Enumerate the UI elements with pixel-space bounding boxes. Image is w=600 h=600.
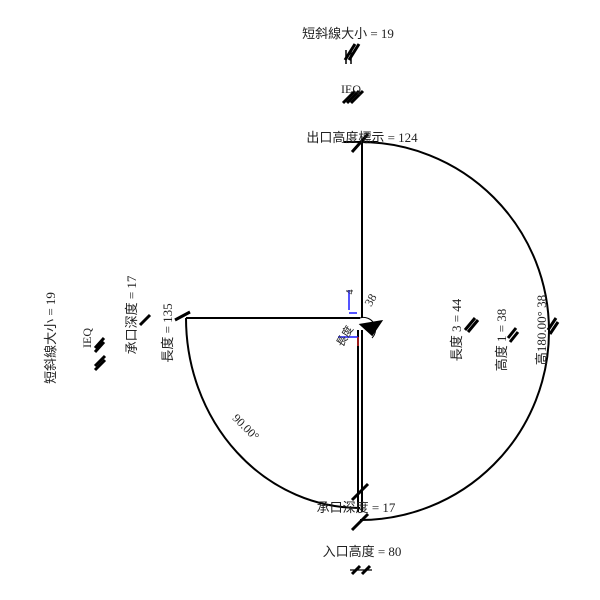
top-slash-size-label[interactable]: 短斜線大小 = 19 [302,26,394,41]
socket-depth-left-label[interactable]: 承口深度 = 17 [124,275,139,354]
socket-depth-bottom-label[interactable]: 承口深度 = 17 [317,500,396,515]
left-ieq-label[interactable]: IEQ [80,328,94,348]
slash-markers [93,43,560,576]
left-slash-size-label[interactable]: 短斜線大小 = 19 [43,292,58,384]
center-dimension-label[interactable]: 38 [361,291,379,308]
length3-label[interactable]: 長度 3 = 44 [449,298,464,361]
center-tag-label: 4 [345,290,356,295]
center-angle-arc [359,316,377,339]
center-length-label[interactable]: 長度 [333,323,356,349]
outlet-height-label[interactable]: 出口高度標示 = 124 [306,130,418,145]
height1-label[interactable]: 高度 1 = 38 [494,309,509,372]
top-ieq-label[interactable]: IEQ [341,82,361,96]
angle-90-label[interactable]: 90.00° [230,411,263,444]
inner-arc[interactable] [185,317,361,509]
inlet-height-label[interactable]: 入口高度 = 80 [323,544,402,559]
length-label[interactable]: 長度 = 135 [160,303,175,362]
reference-axes [338,290,359,346]
arc-label[interactable]: 高180.00° 38 [534,295,549,365]
outer-arc[interactable] [359,141,550,521]
